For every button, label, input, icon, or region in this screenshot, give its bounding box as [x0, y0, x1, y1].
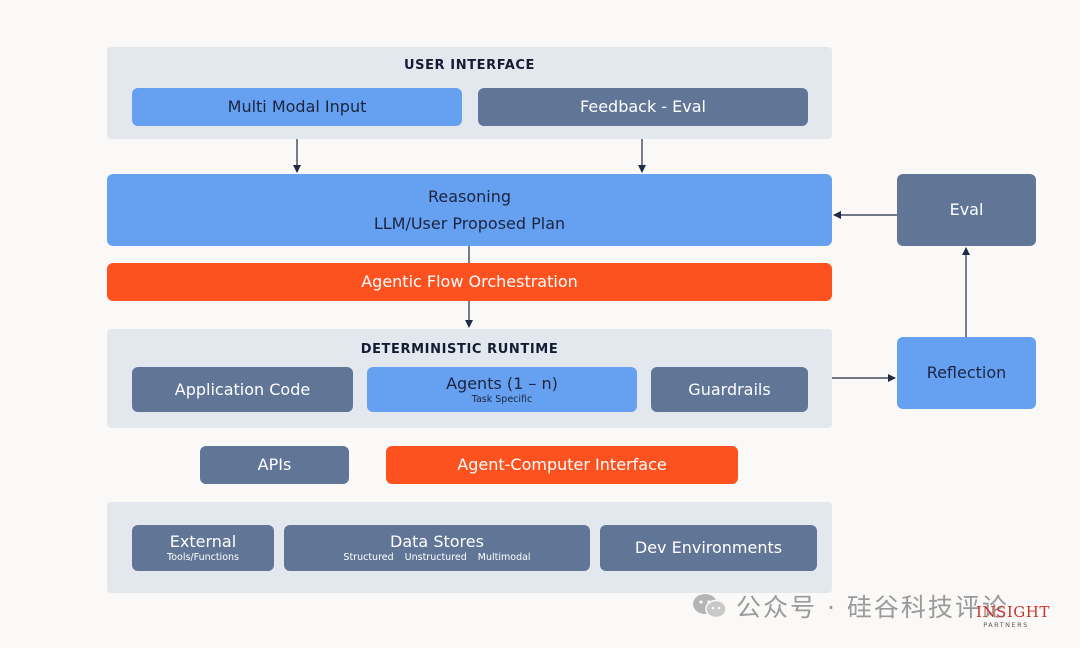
watermark-text: 公众号 · 硅谷科技评论 [736, 593, 1009, 622]
eval-label: Eval [949, 200, 984, 220]
feedback-eval-box: Feedback - Eval [478, 88, 808, 126]
agent-computer-interface-label: Agent-Computer Interface [457, 455, 667, 475]
logo-partners-text: PARTNERS [983, 621, 1029, 629]
unstructured-label: Unstructured [404, 552, 467, 564]
agents-label: Agents (1 – n) [446, 373, 558, 393]
external-box: External Tools/Functions [132, 525, 274, 571]
data-stores-label: Data Stores [390, 532, 484, 552]
feedback-eval-label: Feedback - Eval [580, 97, 706, 117]
eval-box: Eval [897, 174, 1036, 246]
agent-computer-interface-box: Agent-Computer Interface [386, 446, 738, 484]
structured-label: Structured [343, 552, 394, 564]
apis-box: APIs [200, 446, 349, 484]
data-stores-types: Structured Unstructured Multimodal [343, 552, 530, 563]
data-stores-box: Data Stores Structured Unstructured Mult… [284, 525, 590, 571]
reflection-label: Reflection [926, 363, 1007, 383]
reasoning-box: Reasoning LLM/User Proposed Plan [107, 174, 832, 246]
reasoning-plan-label: LLM/User Proposed Plan [373, 214, 566, 233]
user-interface-title: USER INTERFACE [403, 58, 536, 73]
logo-insight-text: INSIGHT [976, 603, 1050, 621]
application-code-label: Application Code [174, 379, 311, 399]
deterministic-runtime-title: DETERMINISTIC RUNTIME [360, 342, 559, 357]
agentic-flow-orchestration-box: Agentic Flow Orchestration [107, 263, 832, 301]
guardrails-label: Guardrails [688, 379, 771, 399]
apis-label: APIs [257, 455, 292, 475]
watermark: 公众号 · 硅谷科技评论 [692, 588, 1009, 624]
application-code-box: Application Code [132, 367, 353, 412]
multimodal-label: Multimodal [477, 552, 531, 564]
reasoning-label: Reasoning [427, 186, 512, 206]
dev-environments-label: Dev Environments [634, 538, 783, 558]
multi-modal-input-label: Multi Modal Input [227, 97, 367, 117]
agentic-flow-orchestration-label: Agentic Flow Orchestration [361, 272, 578, 292]
agents-box: Agents (1 – n) Task Specific [367, 367, 637, 412]
agents-sub-label: Task Specific [471, 393, 533, 405]
external-label: External [169, 532, 237, 552]
guardrails-box: Guardrails [651, 367, 808, 412]
reflection-box: Reflection [897, 337, 1036, 409]
external-sub-label: Tools/Functions [167, 552, 239, 564]
dev-environments-box: Dev Environments [600, 525, 817, 571]
multi-modal-input-box: Multi Modal Input [132, 88, 462, 126]
wechat-icon [692, 592, 728, 620]
insight-partners-logo: INSIGHT PARTNERS [976, 603, 1050, 629]
